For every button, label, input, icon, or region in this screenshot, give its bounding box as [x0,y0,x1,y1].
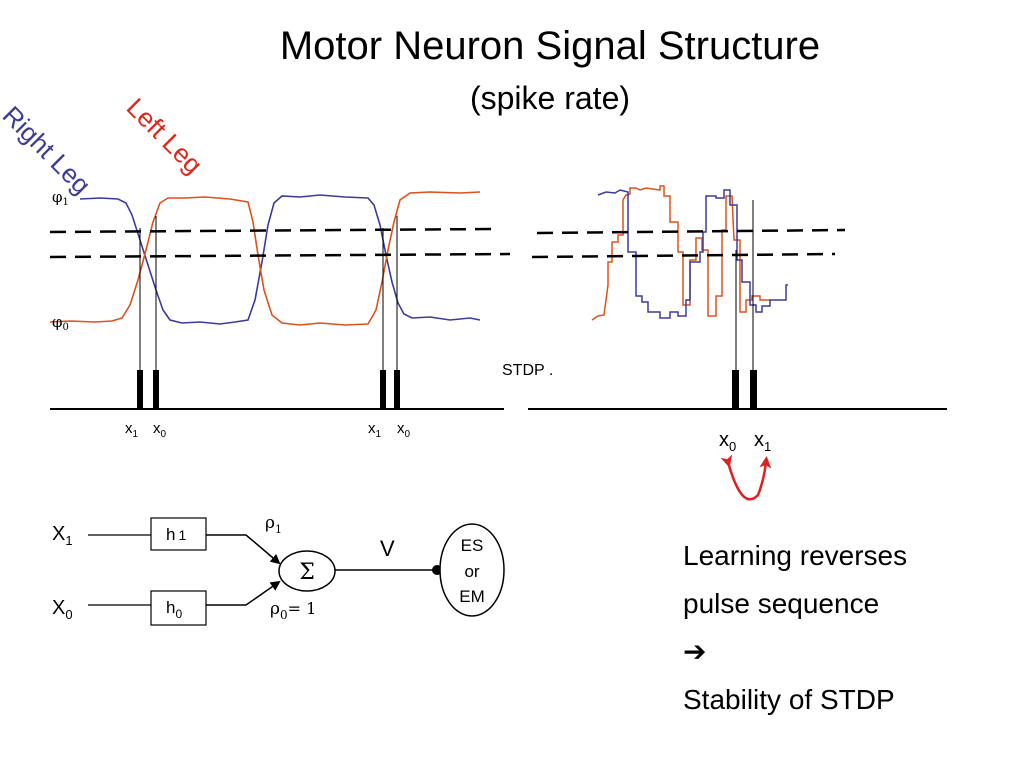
pulse-x1-right [750,370,757,409]
note-line-3: Stability of STDP [683,684,895,715]
sum-symbol: Σ [299,560,315,585]
right-leg-curve-left [79,194,481,325]
input-x1-label: X1 [52,523,73,548]
pulse-x0-a [153,370,159,409]
target-label-em: EM [459,587,485,606]
left-spike-plot: φ1 φ0 x1 x0 x1 x0 [49,188,511,440]
note-line-2: pulse sequence [683,588,880,619]
slide-title: Motor Neuron Signal Structure [279,24,821,68]
note-line-1: Learning reverses [683,540,908,571]
pulse-label-x1-right: x1 [754,429,771,454]
target-label-es: ES [461,536,484,555]
pulse-x0-b [394,370,400,409]
filter-h0-box [150,590,207,626]
target-node [439,523,505,617]
sum-node [278,550,336,592]
right-leg-curve-right [597,189,788,319]
pulse-label-x0-right: x0 [719,429,736,454]
pulse-x1-a [137,370,143,409]
pulse-label-x0-a: x0 [153,420,167,440]
pulse-label-x1-a: x1 [125,420,139,440]
right-arrow-icon: ➔ [683,635,707,668]
filter-h0-label: h0 [166,598,182,621]
weight-rho0-label: ρ0= 1 [270,599,316,622]
phi1-label: φ1 [52,188,69,208]
swap-arrow [720,454,772,501]
conclusion-text: Learning reverses pulse sequence ➔ Stabi… [683,532,907,724]
output-v-label: V [380,536,395,561]
pulse-label-x1-b: x1 [368,420,382,440]
filter-h1-box [150,517,207,551]
right-spike-plot: STDP . x0 x1 [502,185,947,501]
left-leg-curve-left [49,191,481,326]
input-x0-label: X0 [52,597,73,622]
stdp-label: STDP . [502,362,553,379]
slide-subtitle: (spike rate) [469,80,631,116]
pulse-x1-b [380,370,386,409]
left-leg-curve-right [591,185,770,321]
pulse-x0-right [732,370,739,409]
target-label-or: or [464,562,479,581]
weight-rho1-label: ρ1 [265,513,282,536]
pulse-label-x0-b: x0 [397,420,411,440]
phi0-label: φ0 [52,313,69,333]
